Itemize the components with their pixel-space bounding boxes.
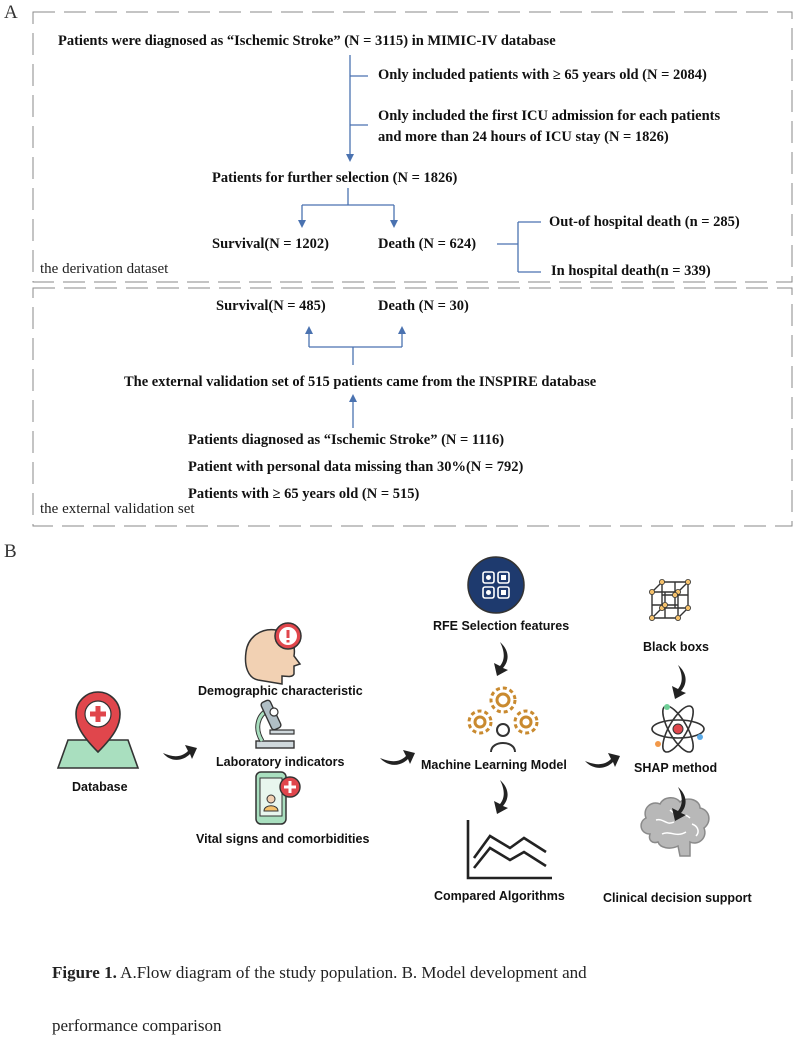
atom-electron-orange	[655, 741, 661, 747]
shap-label: SHAP method	[634, 761, 718, 775]
arrow-rfe-to-model	[494, 642, 508, 676]
arrow-shap-to-clinical	[672, 787, 686, 821]
cube-lattice-icon	[651, 581, 689, 619]
derivation-box	[32, 11, 793, 283]
atom-nucleus	[672, 723, 684, 735]
caption-text-line1: A.Flow diagram of the study population. …	[116, 963, 587, 982]
line-chart-icon	[466, 820, 552, 880]
arrow-model-to-shap	[585, 753, 620, 768]
figure-label: Figure 1.	[52, 963, 117, 982]
atom-electron-blue	[697, 734, 703, 740]
further-selection: Patients for further selection (N = 1826…	[212, 170, 458, 186]
arrow-features-to-model	[380, 750, 415, 765]
validation-survival: Survival(N = 485)	[216, 298, 326, 314]
rfe-selection-icon	[467, 556, 525, 614]
out-hospital-death: Out-of hospital death (n = 285)	[549, 214, 740, 230]
exclusion-icu-line2: and more than 24 hours of ICU stay (N = …	[378, 129, 669, 145]
panel-b-letter: B	[4, 541, 17, 562]
arrow-database-to-features	[163, 745, 197, 760]
exclusion-age: Only included patients with ≥ 65 years o…	[378, 67, 707, 83]
atom-icon	[651, 705, 705, 753]
derivation-death: Death (N = 624)	[378, 236, 477, 252]
demographic-label: Demographic characteristic	[198, 684, 363, 698]
laboratory-label: Laboratory indicators	[216, 755, 345, 769]
cube-lattice-nodes	[649, 579, 692, 622]
criteria-age: Patients with ≥ 65 years old (N = 515)	[188, 486, 420, 502]
flow-arrows	[163, 642, 686, 821]
black-boxes-label: Black boxs	[643, 640, 710, 654]
arrow-black-to-shap	[672, 665, 686, 699]
microscope-icon	[255, 699, 295, 749]
figure-caption-line2: performance comparison	[52, 1016, 222, 1035]
gears-person-icon	[467, 686, 539, 735]
validation-dataset-label: the external validation set	[40, 501, 195, 517]
ml-model-label: Machine Learning Model	[421, 758, 567, 772]
head-alert-icon	[244, 622, 302, 685]
rfe-label: RFE Selection features	[433, 619, 570, 633]
database-label: Database	[72, 780, 128, 794]
derivation-dataset-label: the derivation dataset	[40, 261, 169, 277]
person-icon	[490, 723, 516, 753]
figure-caption-line1: Figure 1. A.Flow diagram of the study po…	[52, 963, 587, 983]
criteria-missing: Patient with personal data missing than …	[188, 459, 524, 475]
validation-box	[32, 287, 793, 527]
external-validation-set: The external validation set of 515 patie…	[124, 374, 597, 390]
database-icon	[56, 691, 140, 769]
brain-icon	[640, 797, 710, 857]
derivation-survival: Survival(N = 1202)	[212, 236, 330, 252]
phone-medical-icon	[255, 771, 301, 825]
panel-a-diagram	[32, 11, 793, 527]
compared-algorithms-label: Compared Algorithms	[434, 889, 565, 903]
panel-a-letter: A	[4, 2, 18, 23]
validation-death: Death (N = 30)	[378, 298, 469, 314]
arrow-model-to-compared	[494, 780, 508, 814]
clinical-decision-label: Clinical decision support	[603, 891, 752, 905]
exclusion-icu-line1: Only included the first ICU admission fo…	[378, 108, 721, 124]
atom-electron-green	[664, 704, 670, 710]
start-population: Patients were diagnosed as “Ischemic Str…	[58, 33, 556, 49]
criteria-ischemic: Patients diagnosed as “Ischemic Stroke” …	[188, 432, 505, 448]
in-hospital-death: In hospital death(n = 339)	[551, 263, 711, 279]
vital-signs-label: Vital signs and comorbidities	[196, 832, 370, 846]
